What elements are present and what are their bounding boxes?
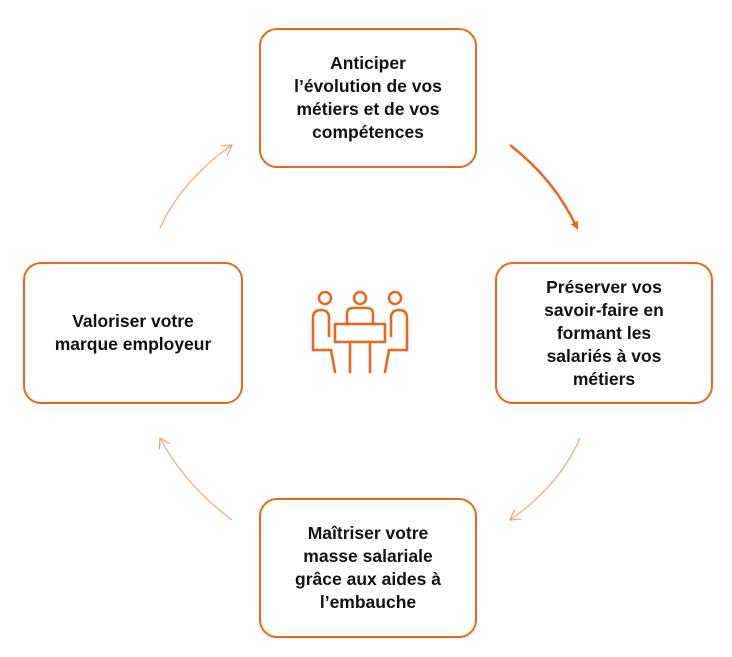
step-anticipate-box: Anticiper l’évolution de vos métiers et … xyxy=(259,28,477,168)
meeting-people-icon xyxy=(311,290,409,374)
step-preserve-label: Préserver vos savoir-faire en formant le… xyxy=(544,276,664,389)
step-control-payroll-box: Maîtriser votre masse salariale grâce au… xyxy=(259,498,477,638)
step-control-payroll-label: Maîtriser votre masse salariale grâce au… xyxy=(295,523,441,612)
arrow-right-to-bottom xyxy=(510,437,581,520)
arrow-top-to-right xyxy=(509,144,579,230)
step-employer-brand-label: Valoriser votre marque employeur xyxy=(54,311,212,354)
arrow-bottom-to-left xyxy=(160,438,233,521)
step-employer-brand-box: Valoriser votre marque employeur xyxy=(23,262,243,404)
step-preserve-box: Préserver vos savoir-faire en formant le… xyxy=(495,262,713,404)
step-anticipate-label: Anticiper l’évolution de vos métiers et … xyxy=(294,53,442,142)
arrow-left-to-top xyxy=(159,145,232,229)
